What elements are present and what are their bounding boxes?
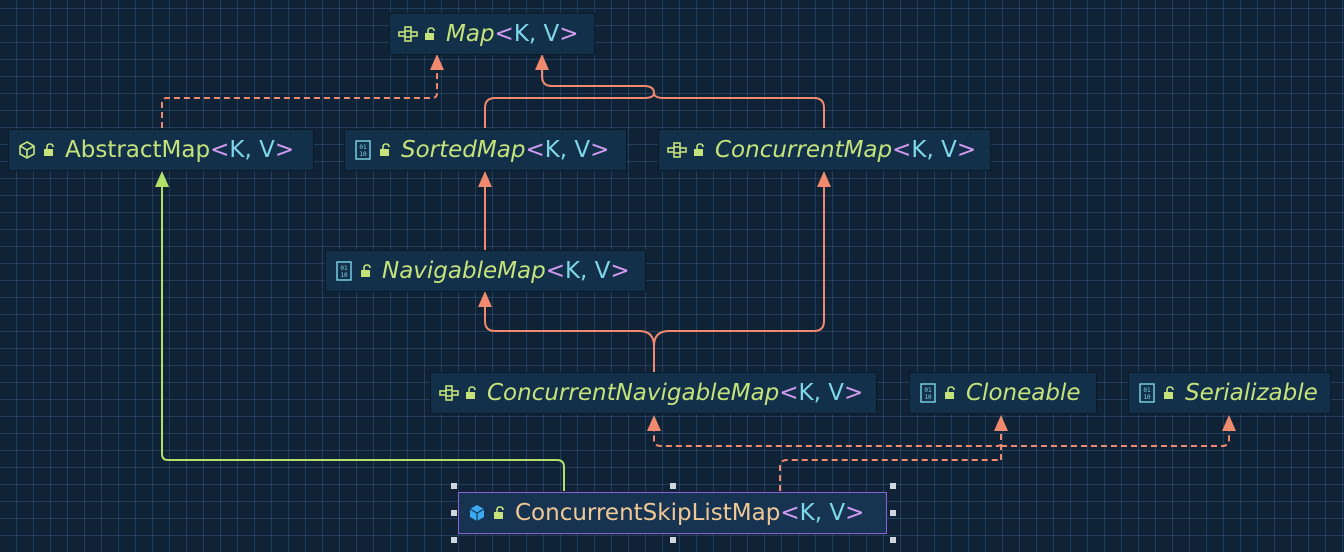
node-abstract-map[interactable]: AbstractMap<K, V> <box>8 129 314 171</box>
arrowhead-serializable <box>1222 415 1236 431</box>
type-params: K, V <box>564 258 611 284</box>
svg-text:01: 01 <box>924 387 932 394</box>
arrowhead-cnm <box>647 415 661 431</box>
node-concurrent-navigable-map[interactable]: ConcurrentNavigableMap<K, V> <box>430 372 877 414</box>
lock-open-icon <box>379 142 391 158</box>
type-params: K, V <box>911 137 957 163</box>
node-name: Cloneable <box>966 380 1081 406</box>
lock-open-icon <box>465 385 477 401</box>
arrowhead-sortedmap <box>478 171 492 187</box>
edge-cslm-interfaces <box>779 459 1001 491</box>
node-concurrent-skip-list-map[interactable]: ConcurrentSkipListMap<K, V> <box>458 492 887 534</box>
arrowhead-map-left <box>430 54 444 70</box>
edge-sortedmap-map <box>484 92 655 128</box>
arrowhead-map-right <box>535 54 549 70</box>
svg-text:01: 01 <box>1143 387 1151 394</box>
resize-handle-bottom-right[interactable] <box>890 537 896 543</box>
resize-handle-bottom-middle[interactable] <box>670 537 676 543</box>
abstract-class-icon <box>17 140 37 160</box>
resize-handle-top-middle[interactable] <box>670 483 676 489</box>
lock-open-icon <box>360 263 372 279</box>
node-name: ConcurrentMap <box>715 137 893 163</box>
edge-to-serializable <box>1001 430 1230 447</box>
type-params: K, V <box>513 21 560 47</box>
lock-open-icon <box>424 26 436 42</box>
arrowhead-navigablemap <box>478 291 492 307</box>
node-name: ConcurrentSkipListMap <box>515 500 781 526</box>
lock-open-icon <box>693 142 705 158</box>
interface-icon <box>439 383 459 403</box>
resize-handle-bottom-left[interactable] <box>451 537 457 543</box>
node-name: AbstractMap <box>65 137 211 163</box>
resize-handle-top-right[interactable] <box>890 483 896 489</box>
svg-text:01: 01 <box>359 144 367 151</box>
interface-icon <box>398 24 418 44</box>
resize-handle-top-left[interactable] <box>451 483 457 489</box>
edge-cslm-abstractmap <box>161 186 565 491</box>
node-map[interactable]: Map<K, V> <box>389 13 595 55</box>
node-name: Serializable <box>1185 380 1318 406</box>
interface-icon <box>667 140 687 160</box>
arrowhead-concurrentmap <box>817 171 831 187</box>
edge-to-cnm <box>653 430 1002 447</box>
type-params: K, V <box>544 137 591 163</box>
svg-text:10: 10 <box>359 151 367 158</box>
lock-open-icon <box>493 505 505 521</box>
edge-concurrentmap-map <box>541 60 825 128</box>
edge-cnm-concurrentmap <box>653 186 825 347</box>
edge-cnm-navigablemap <box>484 306 655 372</box>
resize-handle-middle-left[interactable] <box>451 510 457 516</box>
lock-open-icon <box>944 385 956 401</box>
class-icon <box>467 503 487 523</box>
node-name: ConcurrentNavigableMap <box>487 380 780 406</box>
svg-text:10: 10 <box>340 272 348 279</box>
svg-text:10: 10 <box>924 394 932 401</box>
type-params: K, V <box>229 137 275 163</box>
edge-abstractmap-map <box>161 58 438 128</box>
arrowhead-cloneable <box>994 415 1008 431</box>
node-concurrent-map[interactable]: ConcurrentMap<K, V> <box>658 129 991 171</box>
type-params: K, V <box>798 380 844 406</box>
node-name: SortedMap <box>401 137 526 163</box>
node-name: Map <box>446 21 495 47</box>
resize-handle-middle-right[interactable] <box>890 510 896 516</box>
svg-text:10: 10 <box>1143 394 1151 401</box>
lock-open-icon <box>1163 385 1175 401</box>
type-params: K, V <box>799 500 846 526</box>
svg-text:01: 01 <box>340 265 348 272</box>
arrowhead-abstractmap <box>155 171 169 187</box>
lock-open-icon <box>43 142 55 158</box>
node-name: NavigableMap <box>382 258 546 284</box>
